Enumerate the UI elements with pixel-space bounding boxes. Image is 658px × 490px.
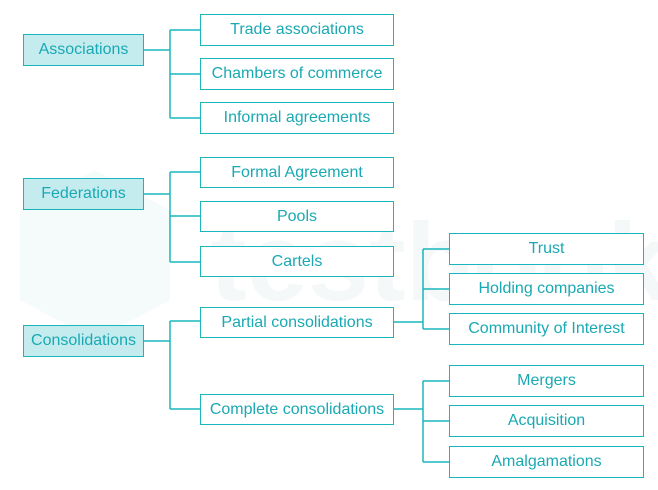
node-label: Formal Agreement bbox=[231, 163, 363, 181]
node-label: Trust bbox=[528, 240, 565, 257]
node-label: Cartels bbox=[271, 252, 323, 270]
node-label: Consolidations bbox=[31, 332, 136, 349]
node-informal-agreements: Informal agreements bbox=[200, 102, 394, 134]
node-community-of-interest: Community of Interest bbox=[449, 313, 644, 345]
node-cartels: Cartels bbox=[200, 246, 394, 277]
node-label: Acquisition bbox=[507, 412, 586, 429]
node-amalgamations: Amalgamations bbox=[449, 446, 644, 478]
node-label: Informal agreements bbox=[223, 109, 371, 126]
node-label: Federations bbox=[41, 185, 126, 202]
node-acquisition: Acquisition bbox=[449, 405, 644, 437]
node-associations: Associations bbox=[23, 34, 144, 66]
node-complete-consolidations: Complete consolidations bbox=[200, 394, 394, 425]
node-label: Partial consolidations bbox=[221, 313, 373, 331]
node-label: Community of Interest bbox=[468, 320, 625, 337]
node-label: Holding companies bbox=[478, 280, 615, 297]
node-trust: Trust bbox=[449, 233, 644, 265]
node-trade-associations: Trade associations bbox=[200, 14, 394, 46]
node-holding-companies: Holding companies bbox=[449, 273, 644, 305]
node-formal-agreement: Formal Agreement bbox=[200, 157, 394, 188]
node-label: Associations bbox=[38, 41, 129, 58]
node-chambers-of-commerce: Chambers of commerce bbox=[200, 58, 394, 90]
node-label: Trade associations bbox=[230, 21, 364, 38]
node-label: Chambers of commerce bbox=[211, 65, 383, 82]
node-label: Amalgamations bbox=[491, 453, 602, 470]
node-pools: Pools bbox=[200, 201, 394, 232]
node-consolidations: Consolidations bbox=[23, 325, 144, 357]
node-label: Pools bbox=[276, 207, 318, 225]
node-federations: Federations bbox=[23, 178, 144, 210]
node-mergers: Mergers bbox=[449, 365, 644, 397]
node-label: Complete consolidations bbox=[209, 400, 385, 418]
node-label: Mergers bbox=[517, 372, 576, 389]
node-partial-consolidations: Partial consolidations bbox=[200, 307, 394, 338]
